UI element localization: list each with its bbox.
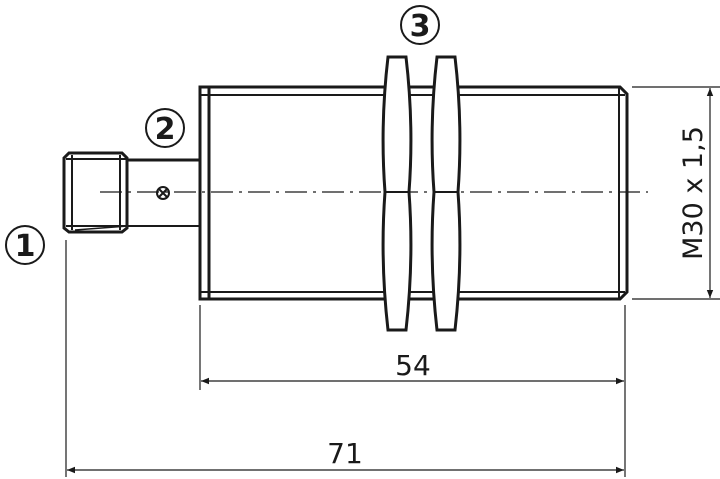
mounting-nut-1 xyxy=(381,55,413,332)
threaded-housing xyxy=(198,85,629,301)
callout-1-circle xyxy=(5,225,45,265)
mounting-nut-2 xyxy=(430,55,462,332)
dimension-label-71: 71 xyxy=(327,437,363,470)
connector-stem xyxy=(74,158,200,231)
led-indicator-icon xyxy=(156,186,170,200)
dimension-label-thread: M30 x 1,5 xyxy=(678,126,709,260)
extension-lines xyxy=(65,86,720,477)
dimension-label-54: 54 xyxy=(395,349,431,382)
callout-1: 1 xyxy=(15,229,36,264)
callout-3-circle xyxy=(400,5,440,45)
callout-2-circle xyxy=(145,108,185,148)
callout-2: 2 xyxy=(155,112,176,147)
m12-connector xyxy=(62,151,129,234)
callout-3: 3 xyxy=(410,9,431,44)
